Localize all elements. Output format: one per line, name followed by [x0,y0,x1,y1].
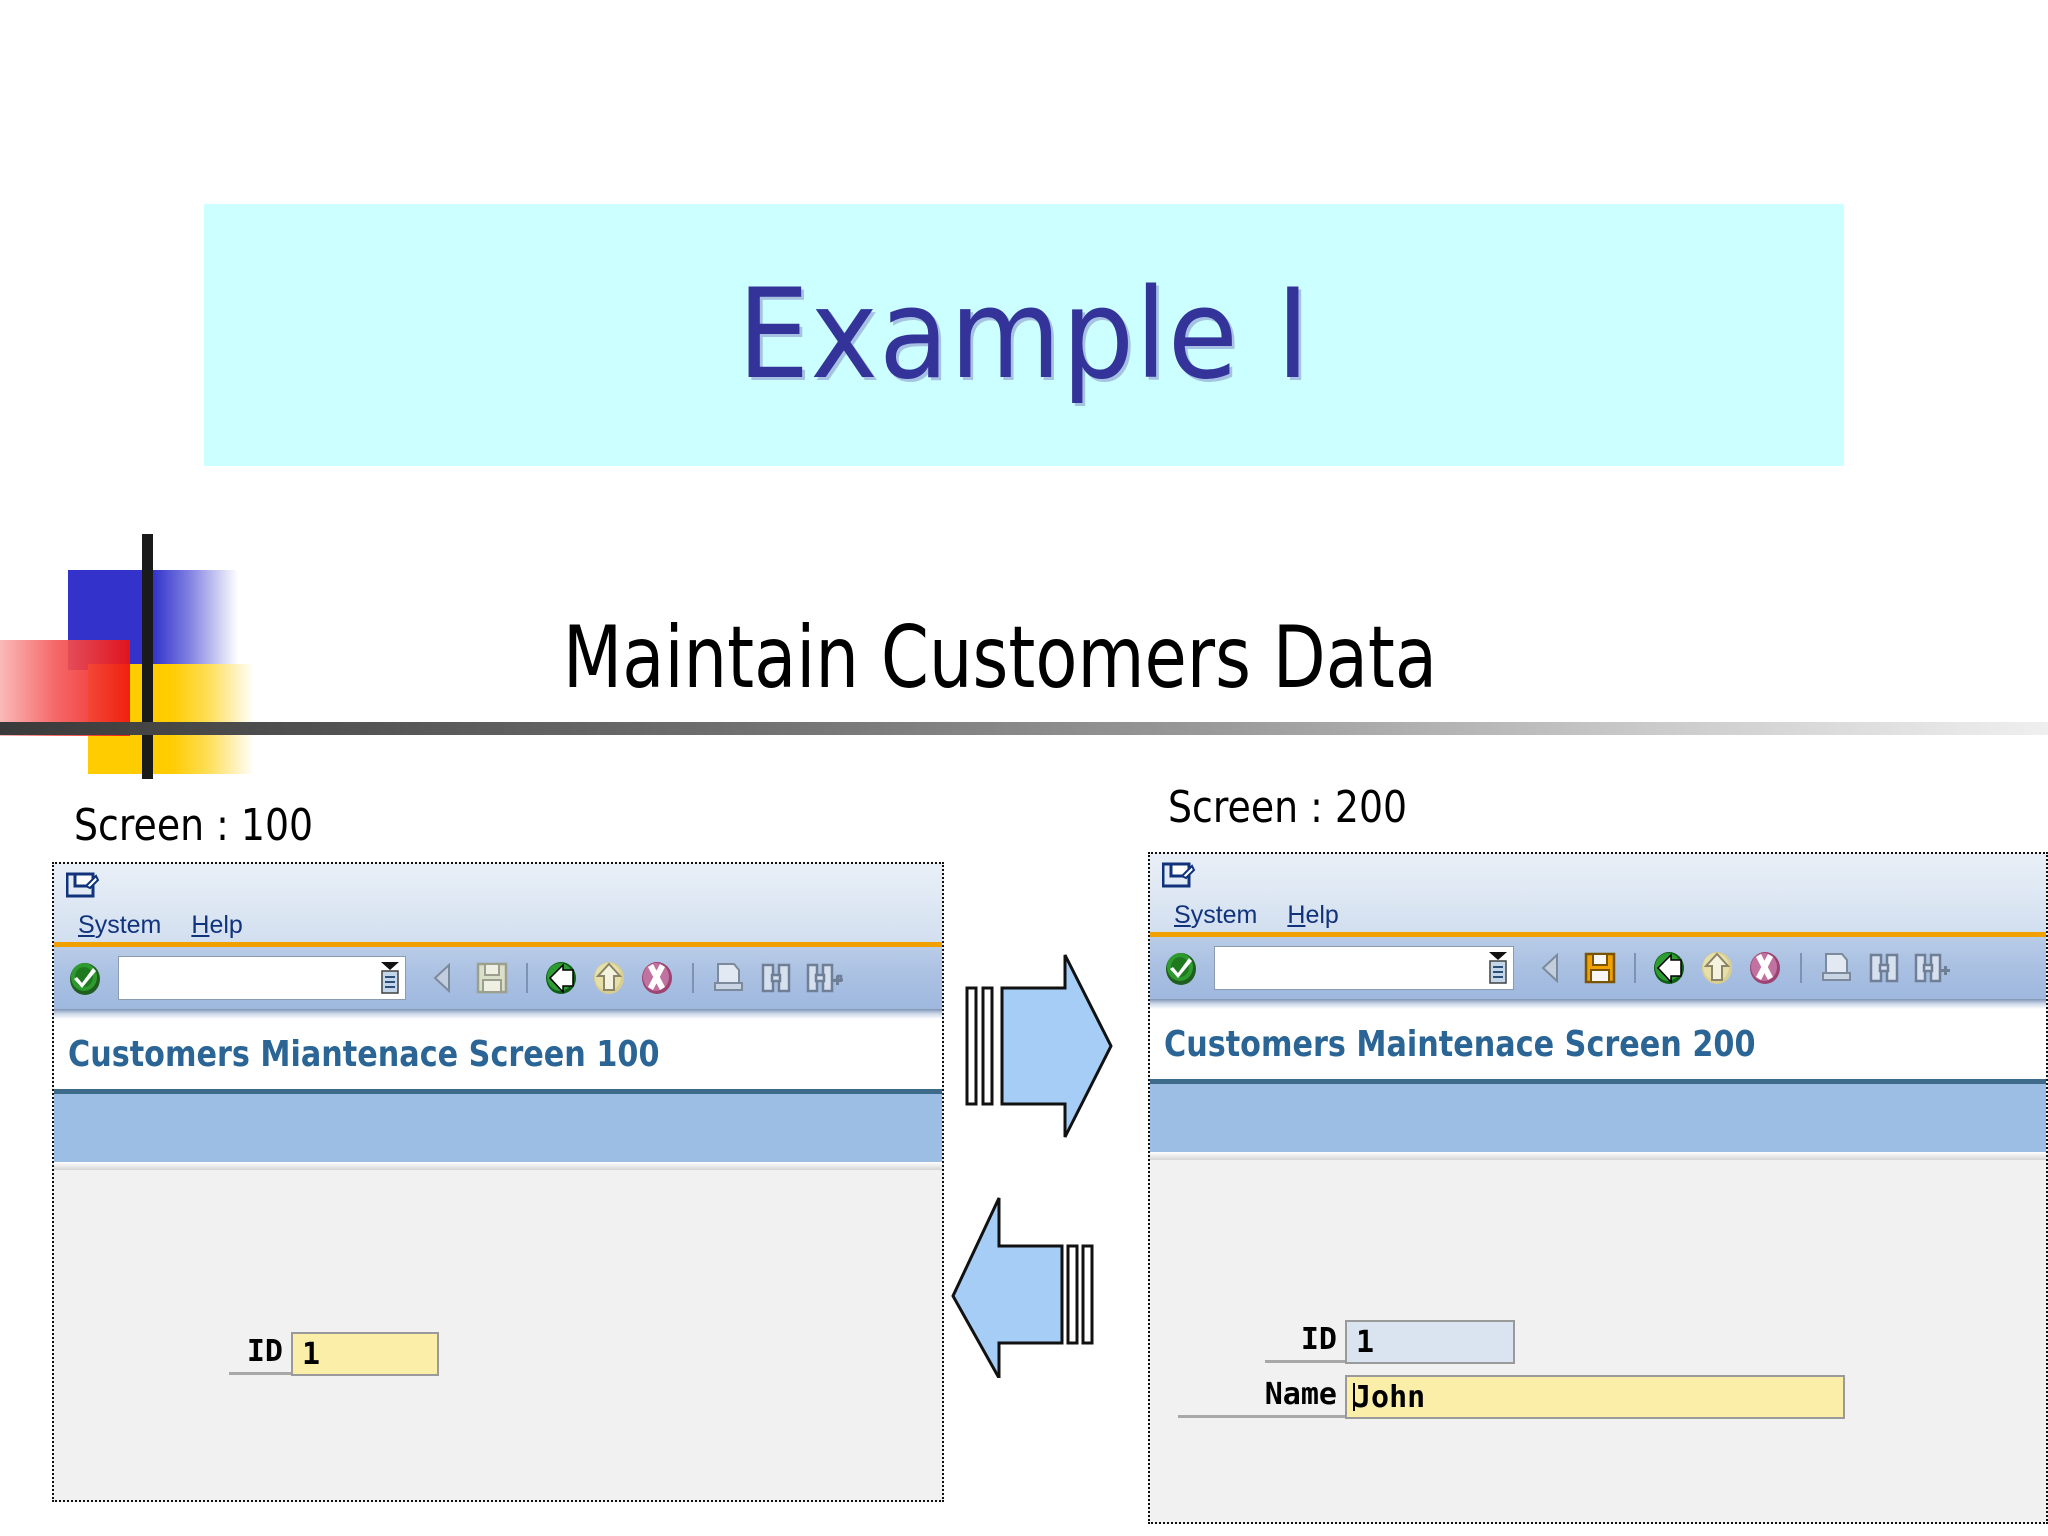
screen-title-100: Customers Miantenace Screen 100 [54,1019,942,1089]
sap-window-screen-200: System Help [1148,852,2048,1524]
blue-band-100 [54,1094,942,1162]
find-icon[interactable] [1863,946,1905,990]
menu-item-help[interactable]: Help [191,911,243,939]
field-input-id[interactable]: 1 [1345,1320,1515,1364]
title-rule-200 [1150,1079,2046,1084]
toolbar-shadow-200 [1150,999,2046,1009]
toolbar-separator-2 [1800,953,1802,983]
sap-titlebar-200: System Help [1150,854,2046,932]
field-label-name: Name [1178,1377,1345,1418]
screen-200-caption: Screen : 200 [1168,782,1408,833]
print-icon[interactable] [1815,946,1857,990]
menu-item-help[interactable]: Help [1287,901,1339,929]
enter-check-icon[interactable] [65,956,107,1000]
sap-menubar-200: System Help [1174,901,1339,930]
find-next-icon[interactable] [803,956,845,1000]
save-disk-icon[interactable] [471,956,513,1000]
title-banner: Example I [204,204,1844,466]
command-field-200[interactable] [1214,946,1514,990]
sap-titlebar-100: System Help [54,864,942,942]
blue-band-200 [1150,1084,2046,1152]
green-back-icon[interactable] [541,956,583,1000]
menu-item-system[interactable]: System [78,911,162,939]
enter-check-icon[interactable] [1161,946,1203,990]
field-input-id-value: 1 [302,1336,321,1372]
menu-item-system[interactable]: System [1174,901,1258,929]
field-input-name-value: John [1353,1379,1426,1415]
blends-logo [0,534,270,779]
page-title: Example I [737,263,1311,407]
toolbar-shadow-100 [54,1009,942,1019]
command-field-100[interactable] [118,956,406,1000]
field-input-id-value: 1 [1356,1324,1375,1360]
system-menu-icon[interactable] [66,872,100,900]
back-flow-arrow [950,1178,1102,1378]
field-input-id[interactable]: 1 [291,1332,439,1376]
text-cursor [1353,1383,1355,1411]
save-disk-icon[interactable] [1579,946,1621,990]
screen-body-100: ID 1 [54,1170,942,1500]
sap-window-screen-100: System Help [52,862,944,1502]
find-icon[interactable] [755,956,797,1000]
command-dropdown-icon[interactable] [1487,950,1509,986]
find-next-icon[interactable] [1911,946,1953,990]
field-row-name-200: Name John [1178,1375,1845,1419]
screen-100-caption: Screen : 100 [74,800,314,851]
screen-body-200: ID 1 Name John [1150,1160,2046,1522]
screen-title-100-text: Customers Miantenace Screen 100 [68,1033,660,1075]
sap-menubar-100: System Help [78,911,243,940]
forward-flow-arrow [962,952,1114,1140]
subtitle: Maintain Customers Data [562,608,1438,708]
red-cancel-icon[interactable] [637,956,679,1000]
field-label-id: ID [1265,1322,1345,1363]
accent-rule-200 [1150,932,2046,937]
toolbar-separator-2 [692,963,694,993]
green-back-icon[interactable] [1649,946,1691,990]
screen-title-200: Customers Maintenace Screen 200 [1150,1009,2046,1079]
field-input-name[interactable]: John [1345,1375,1845,1419]
sap-toolbar-200 [1150,937,2046,999]
logo-vertical-line [142,534,153,779]
back-triangle-icon[interactable] [1531,946,1573,990]
red-cancel-icon[interactable] [1745,946,1787,990]
screen-title-200-text: Customers Maintenace Screen 200 [1164,1023,1756,1065]
field-label-id: ID [229,1334,291,1375]
title-rule-100 [54,1089,942,1094]
band-rule-200 [1150,1152,2046,1160]
field-row-id-200: ID 1 [1265,1320,1515,1364]
yellow-exit-icon[interactable] [589,956,631,1000]
sap-toolbar-100 [54,947,942,1009]
command-dropdown-icon[interactable] [379,960,401,996]
toolbar-separator [526,963,528,993]
print-icon[interactable] [707,956,749,1000]
logo-red-square [0,640,130,736]
accent-rule-100 [54,942,942,947]
system-menu-icon[interactable] [1162,862,1196,890]
field-row-id-100: ID 1 [229,1332,439,1376]
subtitle-divider [0,722,2048,735]
band-rule-100 [54,1162,942,1170]
toolbar-separator [1634,953,1636,983]
yellow-exit-icon[interactable] [1697,946,1739,990]
back-triangle-icon[interactable] [423,956,465,1000]
